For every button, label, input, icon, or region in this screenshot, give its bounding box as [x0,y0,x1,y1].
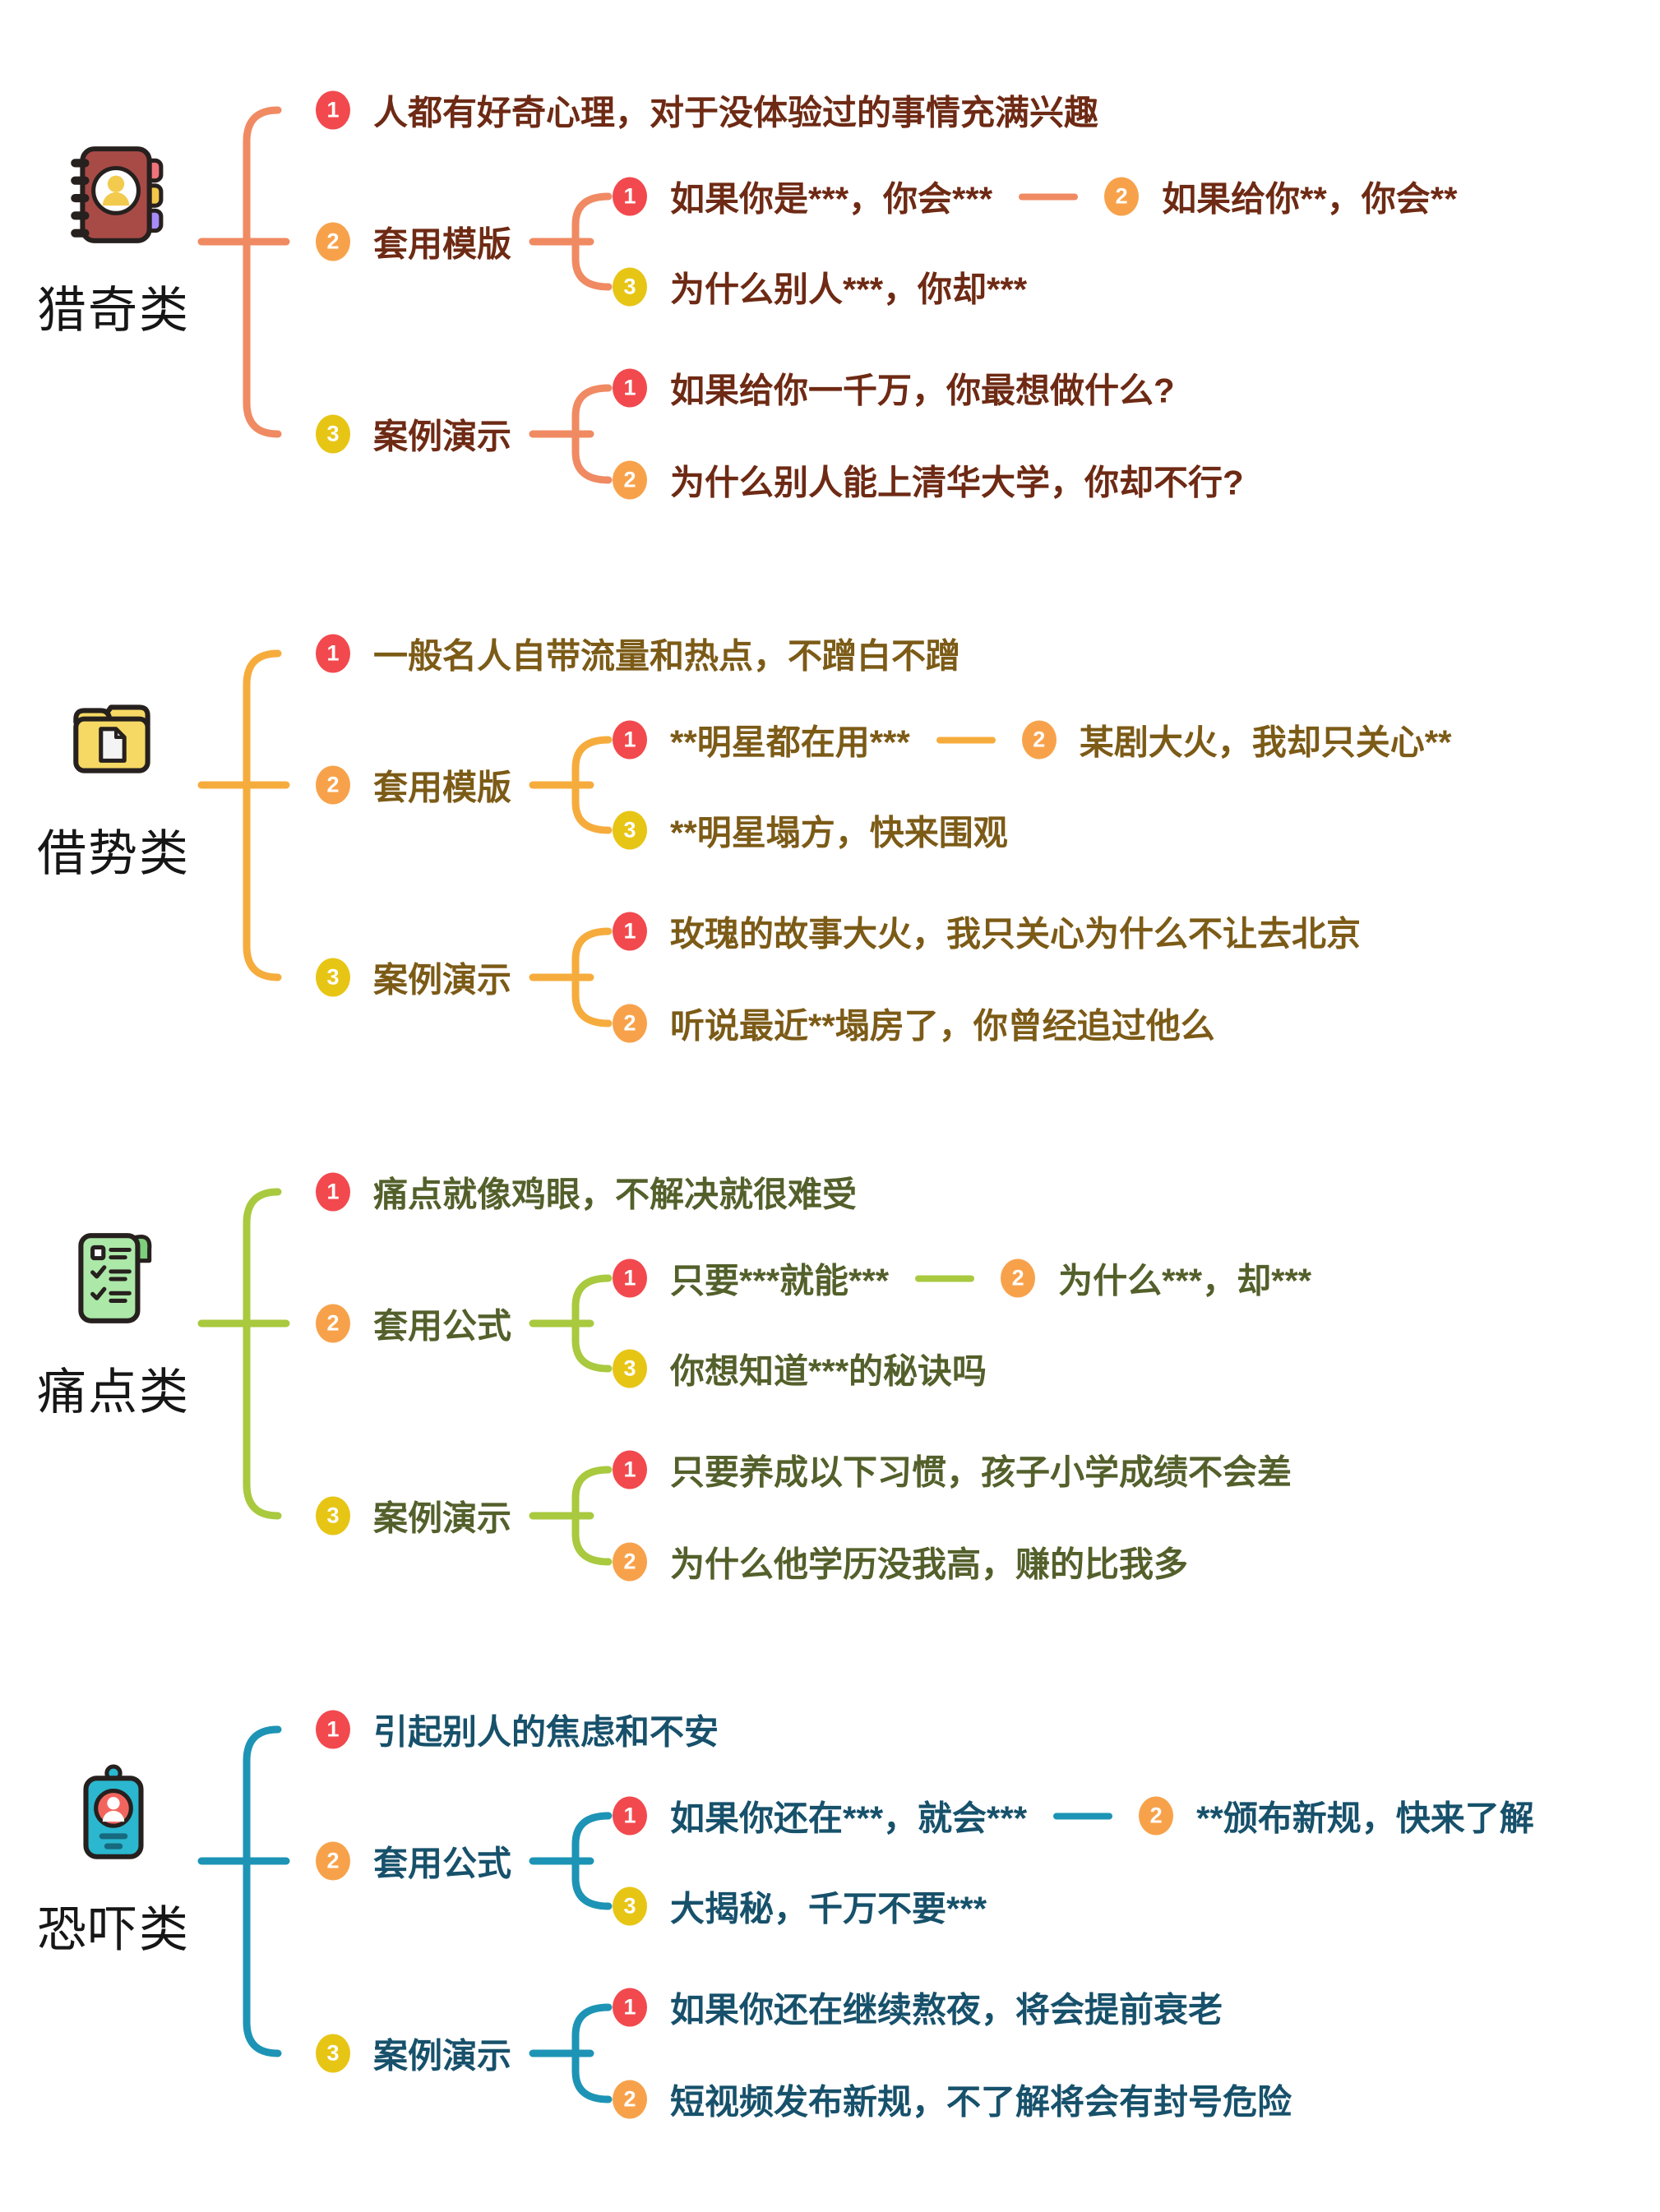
root-node-curiosity: 猎奇类 [25,135,202,349]
case-item-1-node: 1 玫瑰的故事大火，我只关心为什么不让去北京 [613,907,1361,957]
number-badge-1: 1 [613,1258,647,1298]
number-badge-1: 1 [613,1796,647,1836]
case-item-1-node: 1 如果给你一千万，你最想做什么? [613,363,1175,413]
number-badge-2: 2 [613,2080,647,2119]
case-parent-node: 3 案例演示 [316,1491,511,1541]
checklist-icon [78,1232,152,1323]
number-badge-1: 1 [316,1710,350,1749]
number-badge-2: 2 [1139,1796,1174,1836]
link-dash [915,1275,975,1281]
section-painpoint: 痛点类 1 痛点就像鸡眼，不解决就很难受 2 套用公式 1 只要***就能***… [0,1159,1660,1619]
template-parent-node: 2 套用模版 [316,217,511,267]
template-branch-line [571,736,613,834]
template-item-1-node: 1 如果你还在***，就会*** 2 **颁布新规，快来了解 [613,1791,1534,1841]
template-item-3-node: 3 **明星塌方，快来围观 [613,806,1008,856]
number-badge-1: 1 [316,90,350,130]
case-parent-node: 3 案例演示 [316,409,511,459]
number-badge-2: 2 [1104,177,1140,216]
case-branch-line [571,2003,613,2103]
template-branch-line [571,192,613,291]
number-badge-1: 1 [316,1172,350,1212]
number-badge-2: 2 [1001,1258,1036,1298]
template-item-1-node: 1 **明星都在用*** 2 某剧大火，我却只关心** [613,715,1451,765]
case-branch-line [571,1466,613,1566]
template-item-3-node: 3 你想知道***的秘诀吗 [613,1344,987,1394]
template-branch-line [571,1812,613,1910]
template-item-1-node: 1 如果你是***，你会*** 2 如果给你**，你会** [613,172,1457,222]
branch-connectors [197,1188,613,1566]
root-label: 猎奇类 [37,282,190,338]
number-badge-3: 3 [316,2034,350,2073]
number-badge-2: 2 [1021,720,1057,760]
template-branch-line [571,1274,613,1373]
address-book-icon [71,145,164,243]
number-badge-3: 3 [316,414,350,454]
case-item-1-node: 1 只要养成以下习惯，孩子小学成绩不会差 [613,1445,1292,1495]
branch-connectors [197,649,613,1027]
template-item-1-node: 1 只要***就能*** 2 为什么***，却*** [613,1254,1311,1304]
section-curiosity: 猎奇类 1 人都有好奇心理，对于没体验过的事情充满兴趣 2 套用模版 1 如果你… [0,77,1660,538]
case-item-2-node: 2 听说最近**塌房了，你曾经追过他么 [613,999,1215,1049]
number-badge-1: 1 [613,368,647,408]
number-badge-1: 1 [613,912,647,951]
template-parent-node: 2 套用公式 [316,1836,511,1886]
case-item-2-node: 2 为什么他学历没我高，赚的比我多 [613,1537,1188,1587]
number-badge-3: 3 [613,1886,647,1926]
number-badge-2: 2 [316,1304,350,1343]
link-dash [1019,193,1079,200]
main-branch-line [243,1725,282,2057]
template-item-3-node: 3 大揭秘，千万不要*** [613,1882,987,1932]
number-badge-1: 1 [613,720,647,760]
root-node-leverage: 借势类 [25,678,202,892]
case-branch-line [571,384,613,484]
template-item-3-node: 3 为什么别人***，你却*** [613,262,1027,312]
folder-icon [73,704,150,774]
number-badge-3: 3 [316,958,350,997]
number-badge-2: 2 [613,460,647,500]
section-intimidation: 恐吓类 1 引起别人的焦虑和不安 2 套用公式 1 如果你还在***，就会***… [0,1697,1660,2157]
case-item-2-node: 2 短视频发布新规，不了解将会有封号危险 [613,2075,1292,2125]
branch-connectors [197,106,613,484]
main-branch-line [243,649,282,981]
section-leverage: 借势类 1 一般名人自带流量和热点，不蹭白不蹭 2 套用模版 1 **明星都在用… [0,621,1660,1081]
number-badge-3: 3 [613,1349,647,1388]
case-branch-line [571,927,613,1027]
case-item-1-node: 1 如果你还在继续熬夜，将会提前衰老 [613,1983,1223,2033]
id-badge-icon [83,1764,144,1859]
number-badge-2: 2 [316,1841,350,1881]
number-badge-1: 1 [316,634,350,673]
number-badge-2: 2 [613,1542,647,1582]
link-dash [1053,1813,1113,1819]
case-parent-node: 3 案例演示 [316,2029,511,2079]
number-badge-2: 2 [316,765,350,805]
main-branch-line [243,1188,282,1520]
number-badge-3: 3 [613,810,647,850]
root-label: 借势类 [37,825,190,881]
root-node-intimidation: 恐吓类 [25,1754,202,1968]
number-badge-3: 3 [316,1496,350,1535]
point-node: 1 一般名人自带流量和热点，不蹭白不蹭 [316,629,960,679]
root-label: 恐吓类 [37,1901,190,1957]
link-dash [936,737,996,743]
case-item-2-node: 2 为什么别人能上清华大学，你却不行? [613,455,1244,506]
number-badge-2: 2 [613,1004,647,1043]
number-badge-2: 2 [316,222,350,261]
main-branch-line [243,106,282,438]
point-node: 1 引起别人的焦虑和不安 [316,1705,719,1755]
point-node: 1 痛点就像鸡眼，不解决就很难受 [316,1167,857,1217]
case-parent-node: 3 案例演示 [316,953,511,1003]
branch-connectors [197,1725,613,2103]
number-badge-3: 3 [613,267,647,307]
template-parent-node: 2 套用模版 [316,760,511,810]
number-badge-1: 1 [613,1988,647,2027]
number-badge-1: 1 [613,177,647,216]
number-badge-1: 1 [613,1450,647,1489]
root-node-painpoint: 痛点类 [25,1217,202,1430]
point-node: 1 人都有好奇心理，对于没体验过的事情充满兴趣 [316,85,1098,136]
template-parent-node: 2 套用公式 [316,1299,511,1349]
root-label: 痛点类 [37,1364,190,1420]
